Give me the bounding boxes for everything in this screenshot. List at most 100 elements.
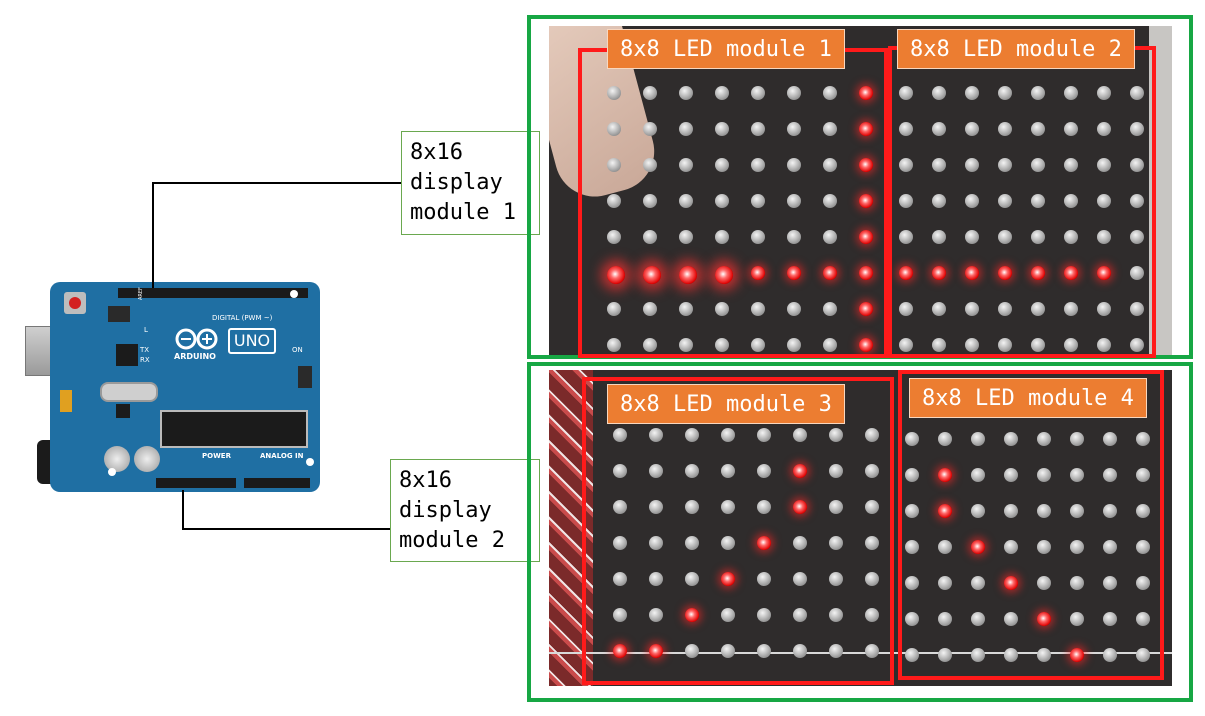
wire-1-vertical (152, 182, 154, 288)
led-off (965, 230, 979, 244)
led-off (607, 158, 621, 172)
led-off (1037, 576, 1051, 590)
led-off (613, 464, 627, 478)
led-off (649, 500, 663, 514)
led-off (1097, 230, 1111, 244)
led-off (1064, 338, 1078, 352)
led-off (1130, 194, 1144, 208)
led-off (643, 302, 657, 316)
led-off (829, 608, 843, 622)
led-off (715, 122, 729, 136)
led-off (679, 194, 693, 208)
led-on (998, 266, 1012, 280)
led-off (865, 536, 879, 550)
led-off (1130, 86, 1144, 100)
led-off (938, 612, 952, 626)
led-off (1103, 576, 1117, 590)
led-off (899, 302, 913, 316)
led-off (1004, 648, 1018, 662)
led-off (1130, 158, 1144, 172)
led-off (971, 576, 985, 590)
display-module-1-callout: 8x16 display module 1 (401, 131, 540, 235)
led-on (859, 158, 873, 172)
led-off (787, 122, 801, 136)
led-off (787, 194, 801, 208)
led-on (899, 266, 913, 280)
led-module-2-label: 8x8 LED module 2 (897, 29, 1135, 69)
led-off (715, 302, 729, 316)
led-off (1064, 302, 1078, 316)
led-off (757, 608, 771, 622)
led-off (1103, 540, 1117, 554)
analog-header (244, 478, 310, 488)
led-off (1103, 432, 1117, 446)
led-off (679, 86, 693, 100)
led-on (1004, 576, 1018, 590)
led-off (685, 500, 699, 514)
led-off (649, 428, 663, 442)
led-off (793, 608, 807, 622)
led-off (1037, 468, 1051, 482)
led-on (938, 504, 952, 518)
led-off (1031, 86, 1045, 100)
led-off (685, 464, 699, 478)
power-label: POWER (202, 452, 231, 460)
led-off (787, 158, 801, 172)
capacitor-2 (134, 446, 160, 472)
led-off (899, 86, 913, 100)
led-off (1070, 576, 1084, 590)
led-off (899, 338, 913, 352)
led-off (613, 572, 627, 586)
led-off (823, 194, 837, 208)
led-on (643, 266, 661, 284)
led-off (1004, 468, 1018, 482)
led-off (1136, 612, 1150, 626)
led-on (859, 338, 873, 352)
led-off (721, 464, 735, 478)
led-off (905, 648, 919, 662)
arduino-uno-board: DIGITAL (PWM ~) AREF L TX RX ARDUINO UNO… (22, 282, 322, 494)
led-off (685, 536, 699, 550)
display-module-2-frame (527, 362, 1193, 702)
display-module-2-callout: 8x16 display module 2 (390, 459, 540, 562)
led-off (965, 86, 979, 100)
led-off (649, 572, 663, 586)
led-off (998, 338, 1012, 352)
led-off (613, 500, 627, 514)
led-off (1070, 612, 1084, 626)
arduino-logo-text: ARDUINO (174, 352, 216, 361)
analog-label: ANALOG IN (260, 452, 304, 460)
led-off (787, 302, 801, 316)
digital-label: DIGITAL (PWM ~) (212, 314, 273, 322)
led-off (793, 644, 807, 658)
led-off (607, 194, 621, 208)
led-on (1064, 266, 1078, 280)
led-off (899, 230, 913, 244)
digital-header (118, 288, 308, 298)
led-on (793, 500, 807, 514)
led-off (1130, 266, 1144, 280)
arduino-infinity-logo (174, 328, 220, 350)
led-off (613, 608, 627, 622)
led-on (613, 644, 627, 658)
led-off (793, 428, 807, 442)
led-off (751, 302, 765, 316)
on-led-label: ON (292, 346, 303, 354)
led-off (829, 464, 843, 478)
icsp-header (108, 306, 130, 322)
led-off (1136, 504, 1150, 518)
led-off (1031, 230, 1045, 244)
led-off (823, 86, 837, 100)
led-off (1130, 122, 1144, 136)
led-off (757, 428, 771, 442)
led-off (649, 608, 663, 622)
led-module-1-box (578, 48, 888, 358)
led-off (1103, 504, 1117, 518)
led-off (685, 572, 699, 586)
board-pcb (50, 282, 320, 492)
led-module-2-box (888, 46, 1156, 358)
led-off (971, 612, 985, 626)
led-off (938, 576, 952, 590)
led-off (1070, 504, 1084, 518)
led-off (865, 464, 879, 478)
